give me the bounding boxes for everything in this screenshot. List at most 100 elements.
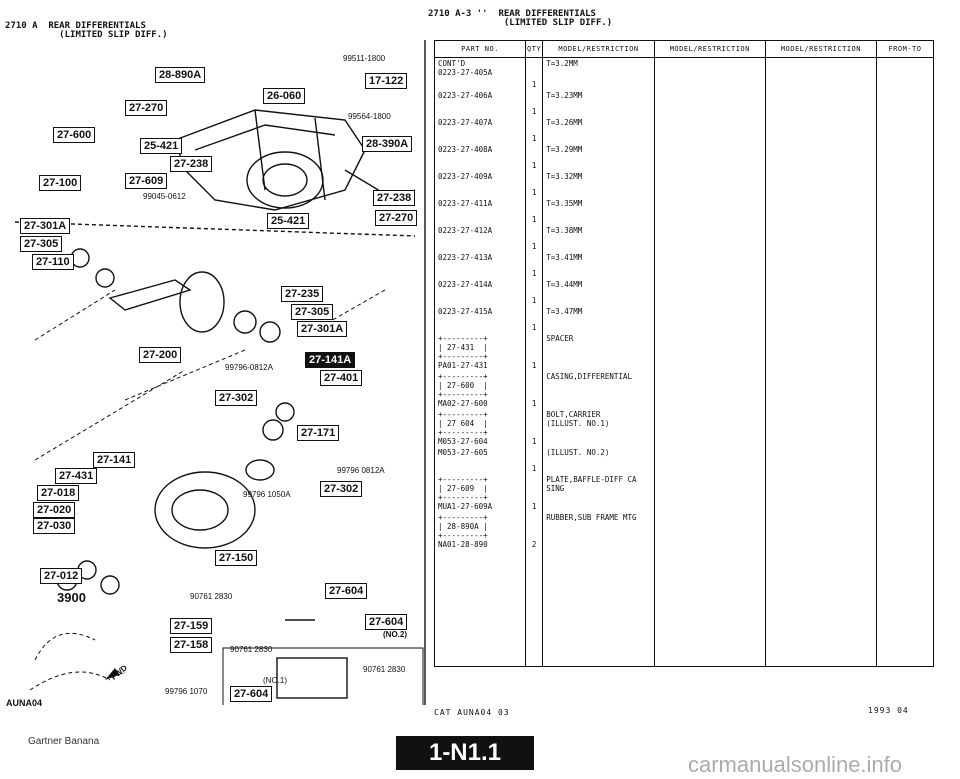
cell-model-2 bbox=[653, 306, 766, 333]
cell-qty: 2 bbox=[525, 512, 544, 550]
cell-part-no: 0223-27-408A bbox=[433, 144, 527, 171]
exploded-diagram: 28-890A 17-122 27-270 26-060 27-600 25-4… bbox=[15, 40, 427, 705]
cell-model-3 bbox=[764, 512, 877, 550]
label-27-301a: 27-301A bbox=[20, 218, 71, 234]
col-part-no: PART NO. bbox=[433, 40, 527, 58]
cell-from-to bbox=[875, 409, 935, 447]
cell-model-2 bbox=[653, 225, 766, 252]
cell-model-1: T=3.47MM bbox=[542, 306, 655, 333]
label-27-302-b: 27-302 bbox=[320, 481, 363, 497]
cell-model-1: SPACER bbox=[542, 333, 655, 371]
cell-qty: 1 bbox=[525, 57, 544, 90]
cell-qty: 1 bbox=[525, 279, 544, 306]
cell-from-to bbox=[875, 474, 935, 512]
cell-from-to bbox=[875, 371, 935, 409]
cell-from-to bbox=[875, 144, 935, 171]
cell-model-2 bbox=[653, 171, 766, 198]
cell-part-no: 0223-27-413A bbox=[433, 252, 527, 279]
cell-model-2 bbox=[653, 474, 766, 512]
label-17-122: 17-122 bbox=[365, 73, 408, 89]
cell-part-no: 0223-27-409A bbox=[433, 171, 527, 198]
label-27-301a-b: 27-301A bbox=[297, 321, 348, 337]
pn-99796-0812a-b: 99796 0812A bbox=[337, 466, 385, 475]
cell-qty: 1 bbox=[525, 252, 544, 279]
label-25-421-b: 25-421 bbox=[267, 213, 310, 229]
cell-from-to bbox=[875, 57, 935, 90]
cell-part-no: +---------+ | 27-600 | +---------+ MA02-… bbox=[433, 371, 527, 409]
cell-part-no: 0223-27-411A bbox=[433, 198, 527, 225]
table-row: +---------+ | 27-600 | +---------+ MA02-… bbox=[433, 371, 935, 409]
label-27-401: 27-401 bbox=[320, 370, 363, 386]
footer-catalog: CAT AUNA04 03 bbox=[434, 708, 510, 717]
table-filler bbox=[433, 550, 935, 660]
label-27-141a: 27-141A bbox=[305, 352, 356, 368]
cell-qty: 1 bbox=[525, 171, 544, 198]
col-model-2: MODEL/RESTRICTION bbox=[653, 40, 766, 58]
pn-99796-0812a: 99796-0812A bbox=[225, 363, 274, 372]
label-27-302: 27-302 bbox=[215, 390, 258, 406]
cell-qty: 1 bbox=[525, 371, 544, 409]
label-27-604-c: 27-604 bbox=[230, 686, 273, 702]
label-28-890a: 28-890A bbox=[155, 67, 206, 83]
cell-model-1: BOLT,CARRIER (ILLUST. NO.1) bbox=[542, 409, 655, 447]
cell-model-1: T=3.2MM bbox=[542, 57, 655, 90]
col-qty: QTY bbox=[525, 40, 544, 58]
diagram-drawing bbox=[15, 40, 426, 705]
cell-part-no: +---------+ | 28-890A | +---------+ NA01… bbox=[433, 512, 527, 550]
label-27-200: 27-200 bbox=[139, 347, 182, 363]
cell-model-3 bbox=[764, 371, 877, 409]
cell-model-1: T=3.23MM bbox=[542, 90, 655, 117]
col-model-1: MODEL/RESTRICTION bbox=[542, 40, 655, 58]
cell-model-1: T=3.35MM bbox=[542, 198, 655, 225]
cell-qty: 1 bbox=[525, 409, 544, 447]
table-row: +---------+ | 27-609 | +---------+ MUA1-… bbox=[433, 474, 935, 512]
cell-qty: 1 bbox=[525, 474, 544, 512]
cell-model-3 bbox=[764, 90, 877, 117]
label-25-421: 25-421 bbox=[140, 138, 183, 154]
label-27-305-b: 27-305 bbox=[291, 304, 334, 320]
label-27-600: 27-600 bbox=[53, 127, 96, 143]
pn-99796-1070: 99796 1070 bbox=[165, 687, 208, 696]
cell-qty: 1 bbox=[525, 117, 544, 144]
cell-model-2 bbox=[653, 198, 766, 225]
label-27-159: 27-159 bbox=[170, 618, 213, 634]
label-27-238-b: 27-238 bbox=[373, 190, 416, 206]
cell-from-to bbox=[875, 198, 935, 225]
label-27-171: 27-171 bbox=[297, 425, 340, 441]
label-27-141: 27-141 bbox=[93, 452, 136, 468]
pn-99045-0612: 99045-0612 bbox=[143, 192, 186, 201]
label-27-018: 27-018 bbox=[37, 485, 80, 501]
cell-from-to bbox=[875, 90, 935, 117]
table-row: +---------+ | 27-431 | +---------+ PA01-… bbox=[433, 333, 935, 371]
table-row: +---------+ | 28-890A | +---------+ NA01… bbox=[433, 512, 935, 550]
cell-from-to bbox=[875, 279, 935, 306]
label-27-270: 27-270 bbox=[125, 100, 168, 116]
label-27-604: 27-604 bbox=[325, 583, 368, 599]
cell-part-no: +---------+ | 27-609 | +---------+ MUA1-… bbox=[433, 474, 527, 512]
cell-from-to bbox=[875, 512, 935, 550]
header-right: 2710 A-3 '' REAR DIFFERENTIALS (LIMITED … bbox=[428, 9, 613, 28]
cell-from-to bbox=[875, 171, 935, 198]
label-27-020: 27-020 bbox=[33, 502, 76, 518]
label-27-604-b: 27-604 bbox=[365, 614, 408, 630]
cell-model-2 bbox=[653, 279, 766, 306]
label-27-431: 27-431 bbox=[55, 468, 98, 484]
cell-model-2 bbox=[653, 144, 766, 171]
cell-from-to bbox=[875, 447, 935, 474]
cell-qty: 1 bbox=[525, 333, 544, 371]
pn-90761-2830-b: 90761 2830 bbox=[230, 645, 273, 654]
page-number: 1-N1.1 bbox=[396, 736, 534, 770]
cell-qty: 1 bbox=[525, 144, 544, 171]
col-from-to: FROM-TO bbox=[875, 40, 935, 58]
cell-qty: 1 bbox=[525, 198, 544, 225]
cell-from-to bbox=[875, 306, 935, 333]
label-27-110: 27-110 bbox=[32, 254, 74, 270]
cell-model-2 bbox=[653, 57, 766, 90]
cell-qty: 1 bbox=[525, 447, 544, 474]
